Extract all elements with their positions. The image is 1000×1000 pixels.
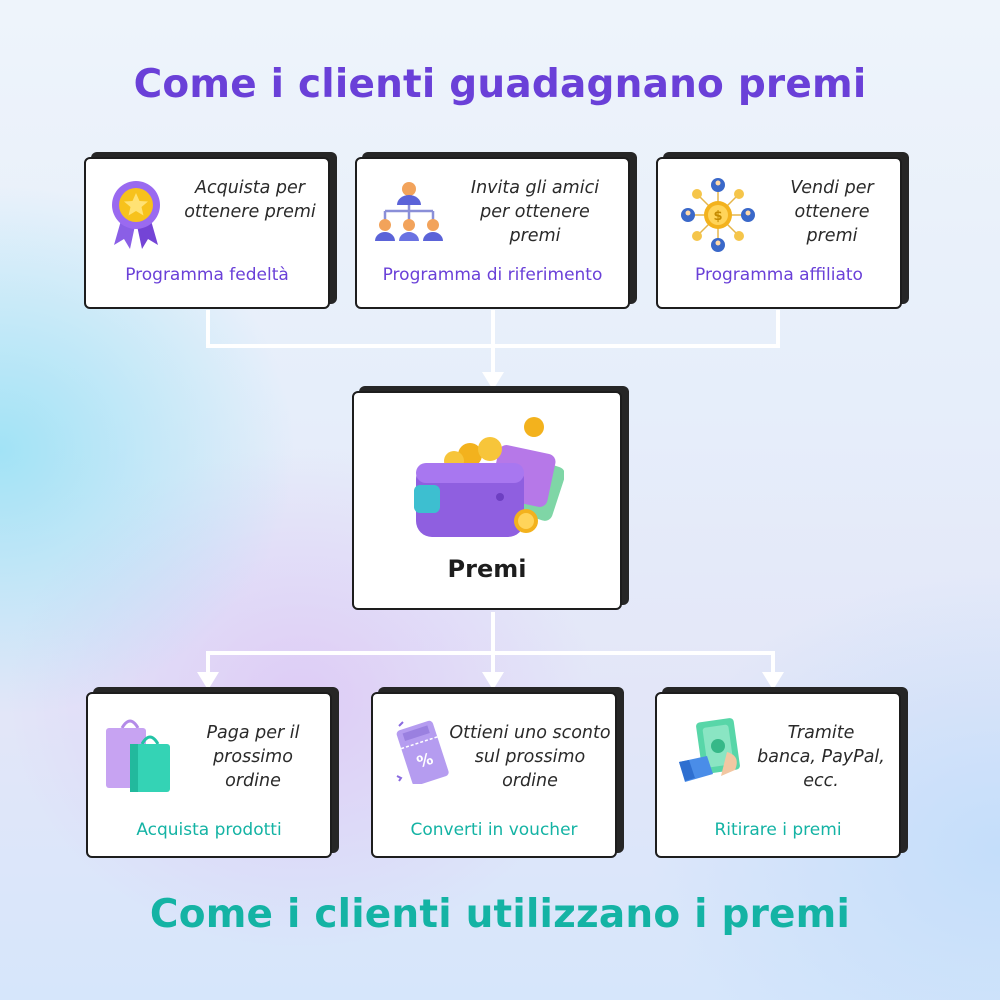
arrow-to-shop xyxy=(197,672,219,690)
earn-card-affiliate: $ Vendi per ottenere premi Programma aff… xyxy=(656,157,902,309)
use-card-voucher: % Ottieni uno sconto sul prossimo ordine… xyxy=(371,692,617,858)
card-label: Programma di riferimento xyxy=(382,265,603,285)
affiliate-network-icon: $ xyxy=(680,177,756,257)
card-description: Vendi per ottenere premi xyxy=(790,178,874,246)
card-label: Converti in voucher xyxy=(410,820,578,840)
earn-card-referral: Invita gli amici per ottenere premi Prog… xyxy=(355,157,630,309)
card-label: Programma fedeltà xyxy=(125,265,289,285)
page-title: Come i clienti guadagnano premi xyxy=(133,62,867,107)
rewards-label: Premi xyxy=(447,555,527,583)
card-description: Invita gli amici per ottenere premi xyxy=(470,178,600,246)
hand-cash-icon xyxy=(677,718,745,788)
section-title-bottom: Come i clienti utilizzano i premi xyxy=(149,892,851,937)
card-description: Acquista per ottenere premi xyxy=(184,178,316,222)
discount-voucher-icon: % xyxy=(393,718,453,788)
card-label: Ritirare i premi xyxy=(714,820,842,840)
svg-text:%: % xyxy=(414,749,435,772)
earn-card-loyalty: Acquista per ottenere premi Programma fe… xyxy=(84,157,330,309)
card-description: Tramite banca, PayPal, ecc. xyxy=(757,723,885,791)
medal-star-icon xyxy=(108,179,164,255)
card-description: Ottieni uno sconto sul prossimo ordine xyxy=(449,723,611,791)
arrow-to-voucher xyxy=(482,672,504,690)
referral-hierarchy-icon xyxy=(373,181,445,247)
arrow-to-withdraw xyxy=(762,672,784,690)
rewards-card: Premi xyxy=(352,391,622,610)
wallet-coins-icon xyxy=(414,415,566,547)
arrow-to-center xyxy=(482,372,504,390)
shopping-bags-icon xyxy=(102,714,172,798)
use-card-withdraw: Tramite banca, PayPal, ecc. Ritirare i p… xyxy=(655,692,901,858)
card-label: Acquista prodotti xyxy=(136,820,282,840)
card-description: Paga per il prossimo ordine xyxy=(206,723,300,791)
svg-text:$: $ xyxy=(713,209,722,224)
card-label: Programma affiliato xyxy=(695,265,863,285)
use-card-shop: Paga per il prossimo ordine Acquista pro… xyxy=(86,692,332,858)
